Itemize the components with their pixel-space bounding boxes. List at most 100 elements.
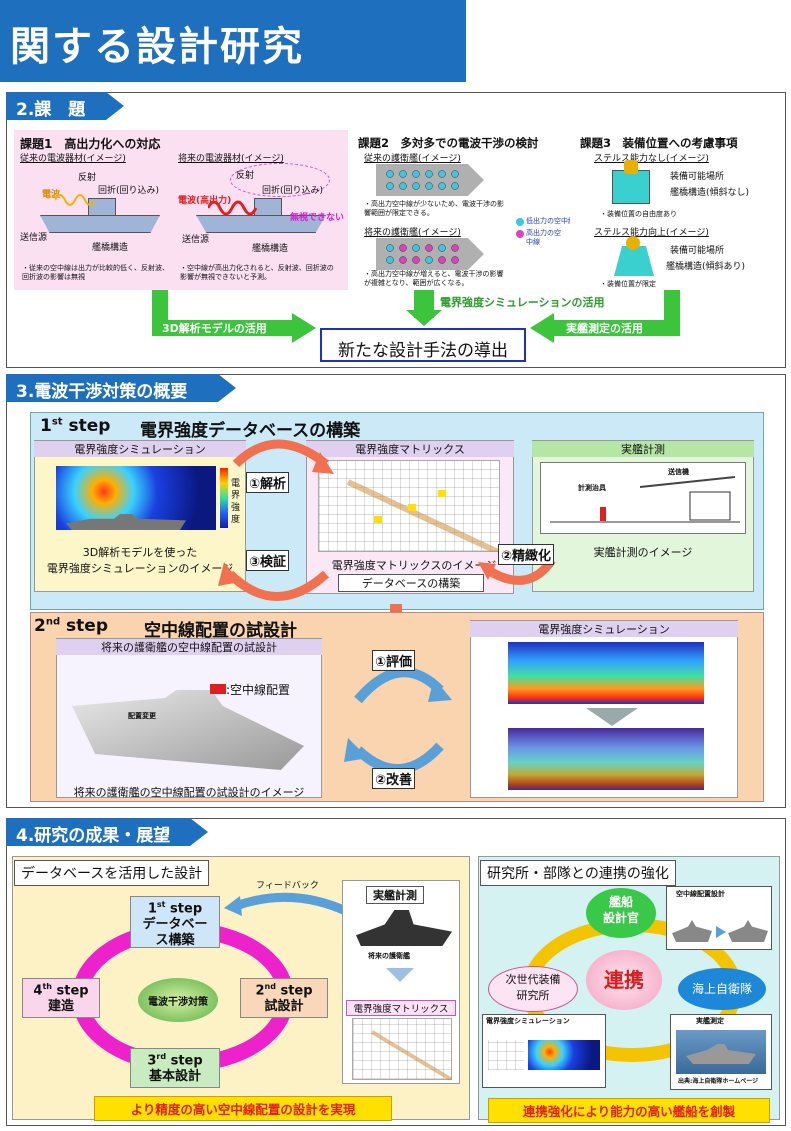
antenna-dot [412, 182, 420, 190]
antenna-dot [451, 256, 459, 264]
old-bridge-label: 艦橋構造 [92, 243, 129, 253]
place-label-2: 装備可能場所 [670, 246, 725, 256]
antenna-dot [386, 170, 394, 178]
legend-low-icon [516, 218, 524, 226]
cycle-analysis: ①解析 [246, 472, 290, 493]
new-wave-label: 電波(高出力) [178, 196, 232, 206]
db-banner: より精度の高い空中線配置の設計を実現 [94, 1096, 392, 1121]
legend-low-label: 低出力の空中線 [526, 217, 575, 225]
old-reflect-label: 反射 [78, 173, 97, 183]
db-design-title: データベースを活用した設計 [14, 860, 210, 886]
issue-1-new-label: 将来の電波器材(イメージ) [178, 154, 284, 164]
antenna-dot [451, 170, 459, 178]
arrow-left-label: 3D解析モデルの活用 [162, 322, 267, 335]
trial-caption: 将来の護衛艦の空中線配置の試設計のイメージ [73, 786, 305, 799]
sim2-after [508, 728, 704, 790]
matrix-box-label: 電界強度マトリックス [306, 441, 514, 457]
trial-box-label: 将来の護衛艦の空中線配置の試設計 [56, 639, 322, 655]
antenna-dot [425, 256, 433, 264]
result-box: 新たな設計手法の導出 [320, 328, 526, 362]
antenna-dot [399, 182, 407, 190]
cycle-refine: ②精緻化 [498, 544, 555, 565]
trial-mini-label: 空中線配置設計 [676, 890, 725, 898]
old-ship-hull [40, 215, 160, 233]
antenna-yellow-2 [626, 236, 640, 250]
issue-2-new-label: 将来の護衛艦(イメージ) [364, 228, 461, 238]
antenna-dots [386, 170, 459, 264]
antenna-dot [386, 256, 394, 264]
cooperation-title: 研究所・部隊との連携の強化 [480, 860, 676, 886]
ship-official-node: 艦船 設計官 [586, 888, 656, 938]
matrix-mini-label: 電界強度マトリックス [346, 1000, 456, 1016]
coop-center: 連携 [586, 950, 662, 1010]
old-diffract-label: 回折(回り込み) [98, 186, 160, 196]
db-label: データベースの構築 [338, 574, 484, 592]
meas-title: 実艦計測 [366, 886, 424, 904]
antenna-dot [412, 244, 420, 252]
issue-2-title: 課題2 多対多での電波干渉の検討 [358, 136, 539, 150]
issue-2-note-old: ・高出力空中線が少ないため、電波干渉の影響範囲が限定できる。 [364, 200, 504, 217]
interference-center: 電波干渉対策 [138, 978, 218, 1022]
section-2-heading: 2.課 題 [6, 92, 124, 120]
stealth-none-note: ・装備位置の自由度あり [600, 210, 677, 218]
jmsdf-node: 海上自衛隊 [678, 968, 766, 1010]
arrow-right-head [530, 313, 554, 343]
antenna-dot [438, 170, 446, 178]
page-title: 関する設計研究 [0, 0, 466, 82]
cycle-improve: ②改善 [372, 768, 416, 789]
legend-high-icon [516, 230, 524, 238]
old-ship-plan [376, 164, 484, 196]
lab-node: 次世代装備 研究所 [488, 966, 578, 1012]
antenna-dot [399, 170, 407, 178]
antenna-legend-icon [210, 684, 226, 694]
old-bridge [88, 198, 116, 216]
bridge-no-slope-label: 艦橋構造(傾斜なし) [670, 188, 750, 198]
arrow-right-label: 実艦測定の活用 [566, 322, 643, 335]
issue-1-note-old: ・従来の空中線は出力が比較的低く、反射波、回折波の影響は無視 [22, 264, 169, 281]
sim-mini-label: 電界強度シミュレーション [486, 1017, 570, 1025]
measure-ship-sketch [550, 476, 740, 523]
issue-1-title: 課題1 高出力化への対応 [20, 137, 161, 151]
step2-title: 空中線配置の試設計 [144, 621, 297, 641]
issue-3-title: 課題3 装備位置への考慮事項 [580, 136, 738, 150]
coop-banner: 連携強化により能力の高い艦船を創製 [488, 1098, 770, 1123]
matrix-caption: 電界強度マトリックスのイメージ [331, 559, 497, 572]
future-ship-label: 将来の護衛艦 [368, 952, 410, 960]
antenna-dot [399, 256, 407, 264]
transmitter-label: 送信機 [668, 468, 689, 477]
new-source-label: 送信源 [182, 235, 210, 245]
source-label: 出典:海上自衛隊ホームページ [678, 1078, 759, 1085]
ignore-label: 無視できない [290, 213, 345, 223]
matrix-mini-diagonal [370, 1030, 452, 1080]
sim-caption: 3D解析モデルを使った 電界強度シミュレーションのイメージ [46, 546, 234, 575]
section-3-heading: 3.電波干渉対策の概要 [6, 374, 236, 402]
block-slope [614, 246, 654, 276]
sim-box-label: 電界強度シミュレーション [34, 441, 246, 457]
layout-change-tag: 配置変更 [128, 712, 156, 720]
jig-label: 計測治具 [578, 484, 606, 493]
measure-box-label: 実艦計測 [532, 441, 754, 457]
new-wave-icon [208, 200, 258, 216]
arrow-left-head [292, 313, 316, 343]
antenna-dot [425, 182, 433, 190]
sim2-before [508, 642, 704, 704]
down-arrow-small [386, 968, 414, 982]
stealth-none-label: ステルス能力なし(イメージ) [594, 154, 709, 164]
arrow-left-horizontal [152, 320, 294, 336]
sim-mini-heat [528, 1040, 600, 1070]
sim2-box-label: 電界強度シミュレーション [470, 621, 738, 637]
place-label-1: 装備可能場所 [670, 172, 725, 182]
antenna-dot [425, 170, 433, 178]
antenna-dot [386, 182, 394, 190]
antenna-dot [399, 244, 407, 252]
antenna-dot [438, 244, 446, 252]
matrix-diagonal [346, 479, 500, 552]
old-source-label: 送信源 [20, 233, 48, 243]
old-wave-icon [55, 194, 95, 206]
arrow-center-head [406, 310, 442, 326]
antenna-legend-label: :空中線配置 [226, 683, 291, 697]
old-wave-label: 電波 [42, 190, 61, 200]
